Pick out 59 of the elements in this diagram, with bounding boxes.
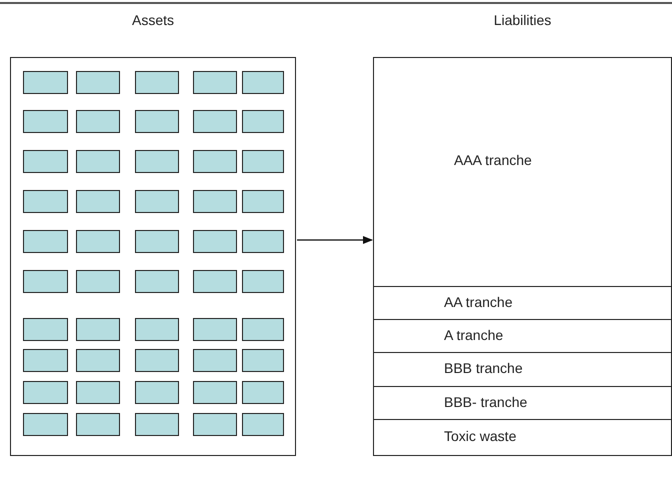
asset-block (135, 413, 179, 436)
asset-block (23, 110, 68, 133)
asset-block (76, 381, 120, 404)
asset-block (193, 150, 237, 173)
asset-block (242, 230, 284, 253)
tranche-label: BBB tranche (444, 360, 523, 376)
asset-block (135, 381, 179, 404)
asset-block (76, 270, 120, 293)
asset-block (193, 110, 237, 133)
asset-block (23, 270, 68, 293)
asset-block (23, 190, 68, 213)
asset-block (23, 71, 68, 94)
asset-block (23, 413, 68, 436)
asset-block (193, 71, 237, 94)
tranche-label: AAA tranche (454, 152, 532, 168)
asset-block (193, 349, 237, 372)
asset-block (193, 270, 237, 293)
asset-block (242, 110, 284, 133)
asset-block (23, 318, 68, 341)
asset-block (135, 349, 179, 372)
arrow (297, 236, 373, 244)
asset-block (76, 190, 120, 213)
column-heading: Assets (130, 12, 175, 28)
asset-block (242, 413, 284, 436)
asset-block (135, 110, 179, 133)
asset-block (242, 381, 284, 404)
tranche-label: AA tranche (444, 294, 512, 310)
asset-block (242, 318, 284, 341)
asset-block (76, 150, 120, 173)
asset-block (193, 413, 237, 436)
asset-block (76, 349, 120, 372)
tranche-label: A tranche (444, 326, 504, 342)
asset-block (76, 318, 120, 341)
asset-block (23, 150, 68, 173)
asset-block (76, 413, 120, 436)
tranche-label: Toxic waste (444, 428, 516, 444)
asset-block (242, 71, 284, 94)
asset-block (242, 270, 284, 293)
asset-block (76, 110, 120, 133)
asset-block (135, 71, 179, 94)
column-heading: Liabilities (492, 12, 552, 28)
tranche-label: BBB- tranche (444, 394, 528, 410)
asset-block (242, 150, 284, 173)
asset-block (242, 349, 284, 372)
asset-block (193, 318, 237, 341)
asset-block (23, 381, 68, 404)
asset-block (135, 318, 179, 341)
asset-block (135, 270, 179, 293)
asset-block (193, 381, 237, 404)
asset-block (23, 349, 68, 372)
asset-block (76, 71, 120, 94)
asset-block (76, 230, 120, 253)
asset-block (135, 190, 179, 213)
asset-block (242, 190, 284, 213)
asset-block (23, 230, 68, 253)
asset-block (193, 230, 237, 253)
asset-block (135, 230, 179, 253)
asset-block (135, 150, 179, 173)
asset-block (193, 190, 237, 213)
